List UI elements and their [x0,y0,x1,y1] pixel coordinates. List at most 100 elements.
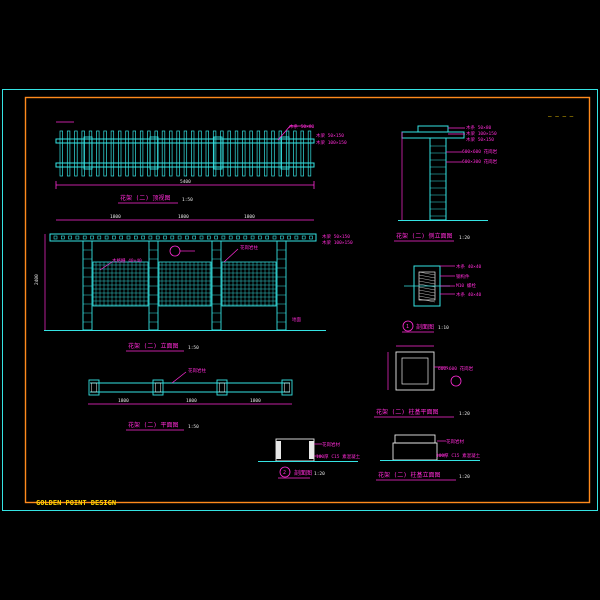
top-callout-1: 木条 50×80 [289,123,315,130]
sec2-left-wall [276,441,281,459]
hatch-line [418,283,436,288]
rafter-end [141,235,145,240]
elev-callout-4: 花岗岩柱 [240,244,258,251]
sec1-hatch [418,271,436,303]
hatch-line [418,292,436,297]
rafter-end [265,235,270,240]
rafter-end [104,235,109,240]
base-plan-inner [401,357,429,385]
plan-leader [171,371,187,384]
base-plan-callout: 600×600 花岗岩 [438,365,474,372]
top-posts [83,136,290,170]
hatch-line [418,286,436,291]
elev-leader-left [99,261,113,271]
rafter [191,130,195,177]
rafter-end [68,235,72,240]
lattice-frame [158,261,212,307]
elev-column [148,240,159,331]
elev-section-marker [169,245,181,257]
hatch-line [418,295,436,300]
sec1-callout-4: 木条 40×40 [456,291,482,298]
plan-dim-3: 1800 [250,398,261,404]
lattice-frame [92,261,149,307]
rafter-end [126,235,131,240]
elevation-scale: 1:50 [188,345,199,351]
top-view: 5400 木条 50×80 木梁 50×150 木梁 100×150 花架 (二… [55,121,347,204]
top-post [280,136,290,170]
base-plan-scale: 1:20 [459,411,470,417]
elev-top-beam [49,233,317,242]
rafter-end [243,235,248,240]
side-elevation-view: 木条 50×80 木梁 100×150 木梁 50×150 600×600 花岗… [394,124,498,242]
rafter-end [294,235,299,240]
plan-scale: 1:50 [188,424,199,430]
top-leader-diag [277,125,291,141]
plan-post-core [284,382,290,393]
base-plan-outer [395,351,435,391]
top-post [149,136,159,170]
rafter [125,130,129,177]
plan-post [216,379,228,396]
plan-post-core [91,382,97,393]
elev-column [276,240,287,331]
sec2-right-wall [309,441,314,459]
rafter-end [228,235,233,240]
belev-title: 花架 (二) 柱基立面图 [378,471,440,479]
sec2-title: 剖面图 [294,469,312,477]
rafter [205,130,209,177]
hatch-line [418,271,436,276]
top-callout-3: 木梁 100×150 [316,139,347,146]
plan-post-core [155,382,161,393]
rafter-end [309,235,313,240]
rafter [103,130,107,177]
sec1-scale: 1:10 [438,325,449,331]
rafter-end [112,235,116,240]
rafter-end [134,235,138,240]
sec1-title: 剖面图 [416,323,434,331]
elev-leader-mid [223,248,239,263]
rafter [96,130,100,177]
elev-dim-3: 1800 [244,214,255,220]
rafter-end [207,235,211,240]
elev-callout-1: 木梁 50×150 [322,233,350,240]
rafter [198,130,202,177]
rafter [118,130,122,177]
plan-dim-2: 1800 [186,398,197,404]
rafter-end [192,235,196,240]
rafter [249,130,253,177]
rafter [220,130,224,177]
top-post [213,136,223,170]
firm-name: GOLDEN POINT DESIGN [36,499,116,507]
base-plan-view: 600×600 花岗岩 花架 (二) 柱基平面图 1:20 [374,345,474,418]
inner-border [24,96,591,504]
sec1-callout-1: 木条 40×40 [456,263,482,270]
rafter-end [279,235,284,240]
rafter-end [53,235,58,240]
rafter-end [214,235,218,240]
rafter [234,130,239,177]
rafter-end [185,235,189,240]
top-view-scale: 1:50 [182,197,193,203]
rafter [59,130,63,177]
base-plan-title: 花架 (二) 柱基平面图 [376,408,438,416]
base-plan-section-marker [450,375,462,387]
elev-lattice-panels [92,261,277,307]
rafter [212,130,217,177]
hatch-line [418,289,436,294]
rafter [307,130,312,177]
rafter-end [258,235,262,240]
rafter [242,130,246,177]
rafter [271,130,275,177]
rafter [169,130,173,177]
top-rafters [59,130,312,177]
belev-callout-2: 100厚 C15 素混凝土 [436,452,481,459]
elev-rafter-ends [53,235,313,240]
rafter [256,130,261,177]
elev-height-dim: 2400 [34,274,40,285]
side-cap [417,125,449,133]
section-1-view: 木条 40×40 钢构件 M10 螺栓 木条 40×40 1 剖面图 1:10 [402,263,482,333]
elev-column [211,240,222,331]
rafter-end [199,235,204,240]
